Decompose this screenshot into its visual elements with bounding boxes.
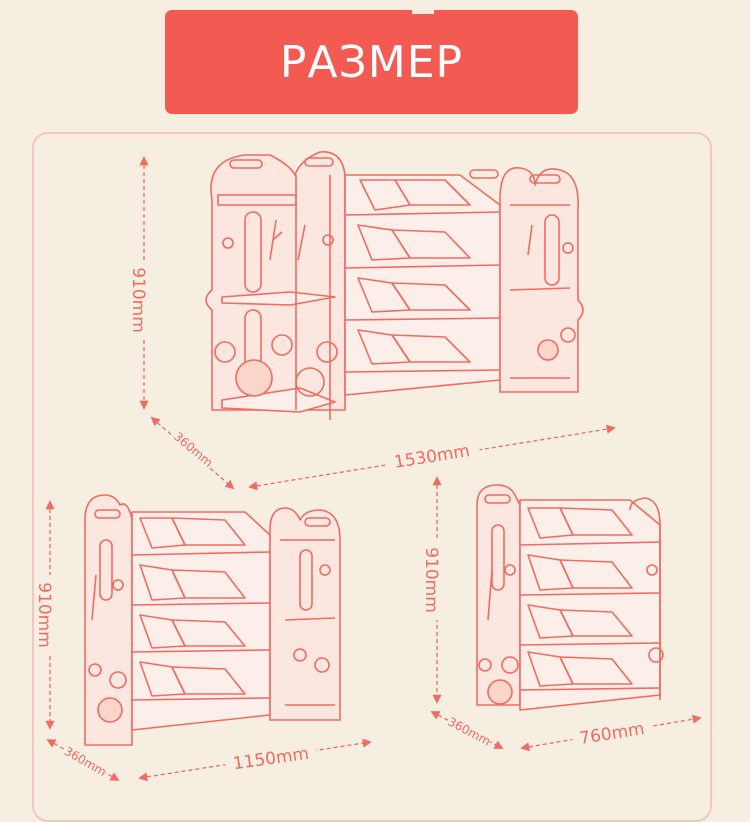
title-banner: РАЗМЕР xyxy=(165,10,578,114)
small-height-label: 910mm xyxy=(421,547,441,613)
medium-unit-drawing xyxy=(84,494,341,746)
medium-height-label: 910mm xyxy=(34,582,54,648)
banner-notch xyxy=(412,10,434,14)
dimension-diagram: 910mm 360mm 1530mm xyxy=(34,151,702,782)
large-width-label: 1530mm xyxy=(393,441,472,473)
small-unit-drawing xyxy=(476,484,664,711)
large-height-label: 910mm xyxy=(128,267,148,333)
page-title: РАЗМЕР xyxy=(279,36,464,88)
large-unit-drawing xyxy=(205,151,584,420)
